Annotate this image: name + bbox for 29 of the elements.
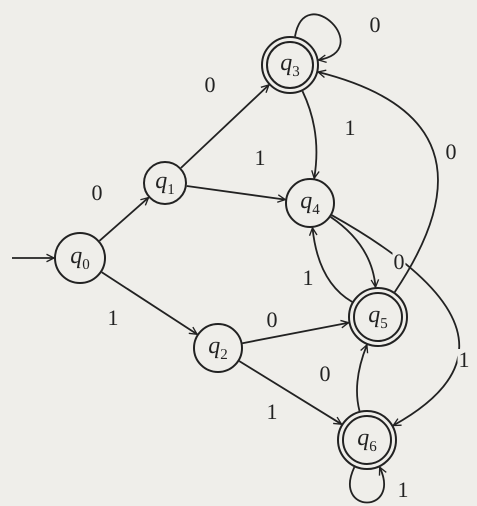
accepting-state-circle [337, 410, 397, 470]
transition-arrow [330, 216, 379, 288]
state-name: q$_{6}$ [357, 426, 377, 454]
state-name: q$_{3}$ [280, 50, 300, 80]
transition-arrow [242, 320, 350, 344]
state-name: q$_{0}$ [70, 244, 90, 272]
transition-arrow [12, 254, 55, 262]
state-name: q$_{2}$ [208, 334, 228, 362]
state-name: q$_{4}$ [300, 188, 320, 218]
accepting-state-circle [261, 36, 319, 94]
state-name: q$_{1}$ [155, 168, 175, 198]
transition-arrow [101, 271, 198, 336]
transition-arrow [180, 84, 270, 169]
transition-arrow [238, 360, 342, 425]
transition-arrow [309, 227, 353, 303]
state-circle [143, 161, 187, 205]
transition-arrow [98, 196, 150, 242]
state-circle [193, 323, 243, 373]
transition-arrow [331, 214, 460, 426]
state-circle [285, 178, 335, 228]
accepting-state-circle [348, 287, 408, 347]
transition-arrow [317, 70, 438, 293]
state-circle [54, 232, 106, 284]
self-loop-arrow [349, 466, 386, 504]
transition-arrow [356, 344, 368, 412]
transition-arrow [302, 90, 320, 179]
self-loop-arrow [294, 14, 342, 62]
state-name: q$_{5}$ [368, 302, 388, 332]
transition-arrow [186, 185, 286, 203]
